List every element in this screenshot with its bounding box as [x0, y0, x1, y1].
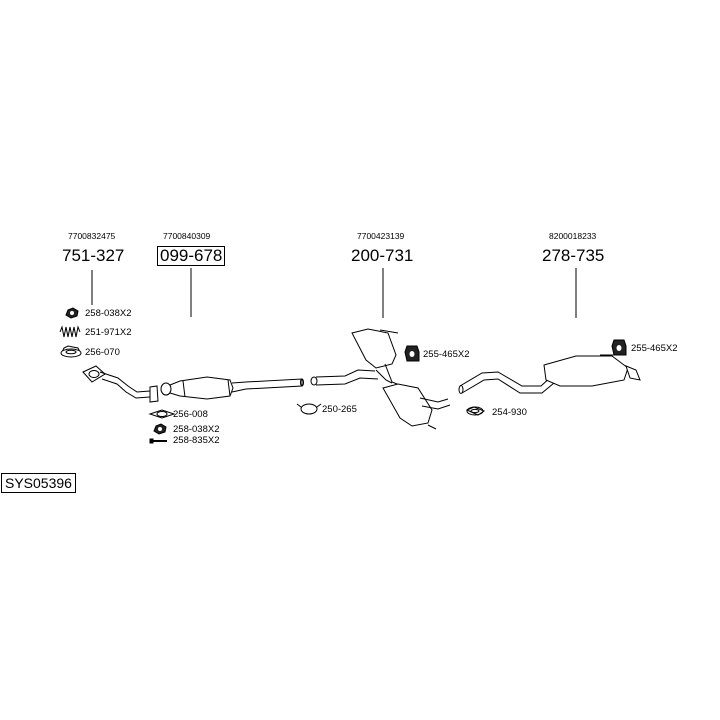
- accessory-label-bolt[interactable]: 258-835X2: [173, 435, 220, 446]
- oe-number-catalyst: 7700840309: [163, 231, 211, 241]
- spring-icon: [59, 325, 81, 338]
- nut-icon: [65, 307, 79, 319]
- accessory-label-clamp-2[interactable]: 254-930: [492, 407, 527, 418]
- middle-silencer-drawing: [310, 328, 451, 430]
- accessory-label-spring[interactable]: 251-971X2: [85, 327, 132, 338]
- accessory-label-hanger[interactable]: 255-465X2: [423, 349, 470, 360]
- part-number-rear-silencer[interactable]: 278-735: [542, 246, 605, 265]
- gasket-icon: [148, 409, 176, 419]
- system-code-label: SYS05396: [1, 473, 76, 493]
- hanger-icon-2: [611, 339, 627, 356]
- front-pipe-drawing: [82, 365, 159, 403]
- accessory-label-gasket[interactable]: 256-008: [173, 409, 208, 420]
- bolt-icon: [149, 438, 167, 444]
- oe-number-front-pipe: 7700832475: [68, 231, 116, 241]
- oe-number-middle-silencer: 7700423139: [357, 231, 405, 241]
- hanger-icon: [404, 345, 420, 362]
- accessory-label-ring[interactable]: 256-070: [85, 347, 120, 358]
- part-number-front-pipe[interactable]: 751-327: [62, 246, 125, 265]
- oe-number-rear-silencer: 8200018233: [549, 231, 597, 241]
- part-number-catalyst[interactable]: 099-678: [157, 246, 226, 266]
- part-number-middle-silencer[interactable]: 200-731: [351, 246, 414, 265]
- rear-silencer-drawing: [458, 354, 641, 394]
- ring-icon: [60, 345, 82, 358]
- catalyst-drawing: [160, 376, 304, 400]
- accessory-label-hanger-2[interactable]: 255-465X2: [631, 343, 678, 354]
- accessory-label-nut-2[interactable]: 258-038X2: [173, 424, 220, 435]
- nut-icon-2: [153, 423, 167, 435]
- clamp-icon-2: [465, 406, 486, 416]
- accessory-label-nut[interactable]: 258-038X2: [85, 308, 132, 319]
- accessory-label-clamp[interactable]: 250-265: [322, 404, 357, 415]
- clamp-icon: [296, 403, 322, 415]
